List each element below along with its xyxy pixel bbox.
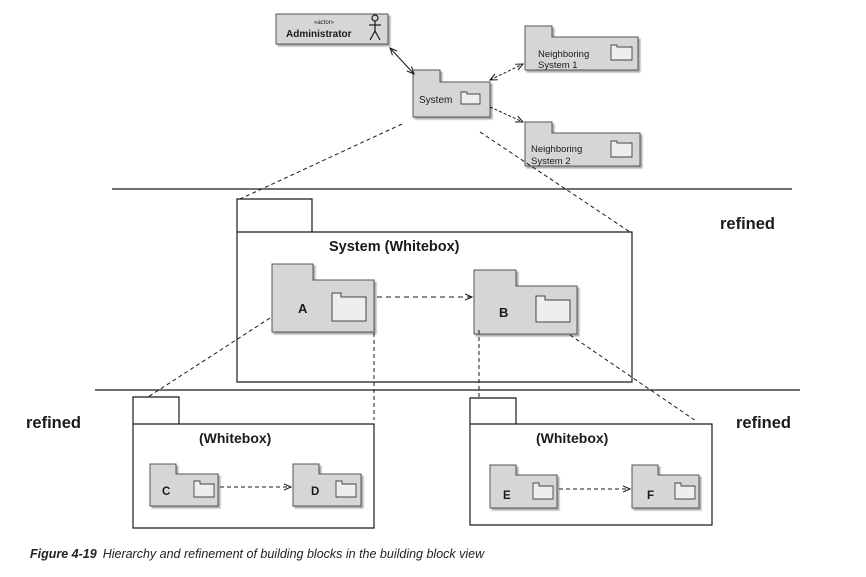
caption-text: Hierarchy and refinement of building blo… — [102, 547, 485, 561]
folder-icon — [335, 480, 357, 498]
block-f-package: F — [631, 464, 700, 509]
figure-caption: Figure 4-19 Hierarchy and refinement of b… — [30, 547, 484, 561]
refinement-line-a-left — [147, 317, 271, 398]
folder-icon — [460, 91, 481, 105]
folder-icon — [331, 292, 367, 322]
neighbor2-line1: Neighboring — [531, 144, 582, 155]
block-c-package: C — [149, 463, 219, 507]
block-a-package: A — [271, 263, 375, 333]
system-whitebox-package: System (Whitebox) — [236, 198, 633, 383]
refinement-line-right — [479, 131, 631, 233]
neighbor2-line2: System 2 — [531, 156, 571, 167]
block-a-label: A — [298, 301, 308, 316]
refined-label-top: refined — [720, 215, 775, 233]
neighboring-system-1-package: Neighboring System 1 — [524, 25, 639, 71]
refined-label-right: refined — [736, 414, 791, 432]
connector-admin-system — [390, 48, 414, 74]
block-b-label: B — [499, 305, 508, 320]
figure-number: Figure 4-19 — [30, 547, 97, 561]
block-b-package: B — [473, 269, 578, 335]
refined-label-left: refined — [26, 414, 81, 432]
connector-system-neighbor2 — [489, 106, 523, 122]
block-e-package: E — [489, 464, 558, 509]
connector-system-neighbor1 — [490, 64, 523, 80]
refinement-line-left — [239, 123, 403, 200]
block-e-label: E — [503, 490, 511, 502]
block-d-package: D — [292, 463, 362, 507]
folder-icon — [610, 140, 633, 158]
system-whitebox-title: System (Whitebox) — [329, 239, 460, 255]
neighbor1-line2: System 1 — [538, 60, 578, 71]
folder-icon — [674, 482, 696, 500]
folder-icon — [610, 44, 633, 61]
system-package: System — [412, 69, 491, 118]
whitebox-a-title: (Whitebox) — [199, 430, 271, 446]
block-c-label: C — [162, 486, 170, 498]
folder-icon — [193, 480, 215, 498]
system-label: System — [419, 95, 452, 106]
block-d-label: D — [311, 486, 319, 498]
neighboring-system-2-package: Neighboring System 2 — [524, 121, 641, 167]
neighbor1-line1: Neighboring — [538, 49, 589, 60]
whitebox-b-title: (Whitebox) — [536, 430, 608, 446]
administrator-actor: «actor» Administrator — [275, 13, 389, 45]
whitebox-a-package: (Whitebox) — [132, 396, 375, 529]
stick-figure-icon — [369, 14, 381, 41]
actor-stereotype: «actor» — [314, 20, 335, 26]
folder-icon — [535, 295, 571, 323]
folder-icon — [532, 482, 554, 500]
refinement-line-b-right — [569, 334, 697, 422]
actor-name: Administrator — [286, 29, 352, 40]
block-f-label: F — [647, 490, 654, 502]
